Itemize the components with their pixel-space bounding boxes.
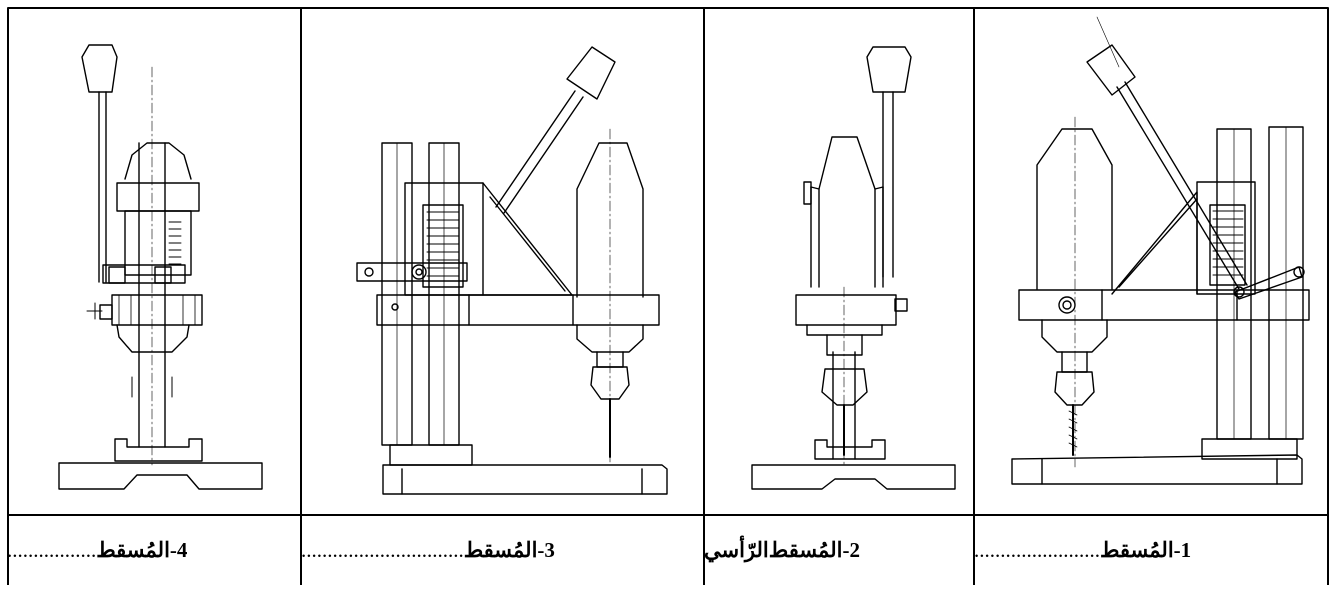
caption-extra: الرّأسي <box>704 537 769 562</box>
caption-word: المُسقط <box>1100 537 1174 562</box>
caption-blank: ............................... <box>301 537 464 562</box>
drill-press-back-view <box>356 46 668 495</box>
drill-press-front-view <box>1011 16 1310 485</box>
projection-table <box>7 7 1329 585</box>
caption-vertical-view: 2- المُسقط الرّأسي <box>704 515 974 585</box>
projection-worksheet: 1- المُسقط........................ 2- ال… <box>7 7 1329 585</box>
table-borders <box>7 7 1329 585</box>
drill-press-side-view <box>751 46 956 490</box>
caption-back-view: 3- المُسقط..............................… <box>301 515 704 585</box>
caption-number: 3- <box>537 537 555 562</box>
caption-front-view: 1- المُسقط........................ <box>974 515 1329 585</box>
drill-press-left-view <box>58 44 263 490</box>
caption-word: المُسقط <box>96 537 170 562</box>
caption-left-view: 4- المُسقط................. <box>7 515 301 585</box>
caption-number: 4- <box>169 537 188 562</box>
caption-blank: ........................ <box>974 537 1100 562</box>
caption-word: المُسقط <box>463 537 538 562</box>
caption-number: 1- <box>1173 537 1192 562</box>
caption-word: المُسقط <box>768 537 843 562</box>
caption-number: 2- <box>842 537 860 562</box>
caption-blank: ................. <box>7 537 97 562</box>
